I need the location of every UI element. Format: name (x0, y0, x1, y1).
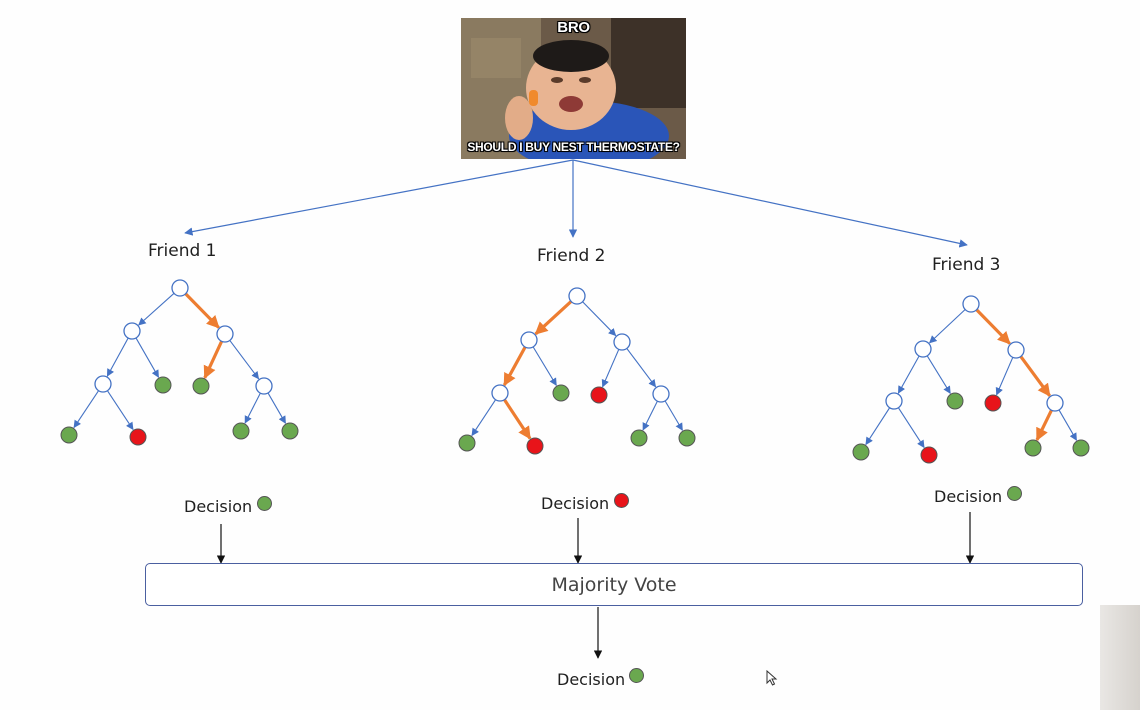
arrow-to-friend-3 (572, 159, 968, 248)
tree-1-node-5 (154, 376, 172, 394)
friend-3-label: Friend 3 (932, 255, 1001, 275)
tree-1-edge-6 (229, 340, 260, 380)
tree-1-node-7 (255, 377, 273, 395)
meme-top-caption: BRO (557, 19, 590, 36)
side-thumbnail (1100, 605, 1140, 710)
tree-3-node-11 (1072, 439, 1090, 457)
tree-1-node-11 (281, 422, 299, 440)
tree-2-node-6 (590, 386, 608, 404)
tree-3-node-1 (962, 295, 980, 313)
tree-2-node-9 (526, 437, 544, 455)
tree-2-edge-1 (534, 300, 573, 336)
tree-3-node-6 (984, 394, 1002, 412)
friend-1-decision-label: Decision (184, 497, 253, 516)
tree-3-node-4 (885, 392, 903, 410)
tree-3-edge-9 (1035, 409, 1053, 442)
tree-1-edge-9 (244, 392, 261, 424)
tree-1-node-1 (171, 279, 189, 297)
tree-2-node-1 (568, 287, 586, 305)
tree-1-edge-1 (138, 292, 175, 326)
tree-2-edge-6 (626, 348, 657, 388)
tree-3-node-9 (920, 446, 938, 464)
tree-1-edge-4 (135, 337, 159, 378)
tree-2-node-5 (552, 384, 570, 402)
tree-2-edge-7 (471, 399, 497, 437)
tree-3-node-8 (852, 443, 870, 461)
tree-1-node-3 (216, 325, 234, 343)
tree-2-edge-5 (601, 349, 620, 388)
tree-1-node-9 (129, 428, 147, 446)
friend-2-decision-dot (614, 493, 629, 508)
meme-image: BRO SHOULD I BUY NEST THERMOSTATE? (461, 18, 686, 159)
arrow-to-friend-1 (184, 159, 574, 236)
tree-2-edge-3 (502, 346, 527, 387)
majority-vote-label: Majority Vote (551, 573, 677, 596)
final-decision-label: Decision (557, 670, 626, 689)
tree-1-edge-7 (73, 390, 100, 429)
final-decision-dot (629, 668, 644, 683)
tree-2-node-8 (458, 434, 476, 452)
tree-1-node-6 (192, 377, 210, 395)
tree-1-node-2 (123, 322, 141, 340)
tree-2-edge-9 (642, 400, 658, 431)
tree-1-edge-8 (106, 390, 134, 431)
meme-picture (461, 18, 686, 159)
meme-bottom-caption: SHOULD I BUY NEST THERMOSTATE? (467, 140, 680, 154)
tree-3-edge-2 (975, 308, 1011, 345)
tree-3-node-5 (946, 392, 964, 410)
tree-3-edge-10 (1058, 409, 1077, 441)
tree-3-edge-5 (995, 357, 1014, 396)
tree-1-node-10 (232, 422, 250, 440)
tree-3-edge-4 (926, 355, 951, 394)
tree-3-node-2 (914, 340, 932, 358)
tree-2-edge-8 (503, 398, 532, 440)
tree-3-edge-8 (897, 407, 925, 449)
tree-1-edge-5 (203, 340, 224, 379)
friend-1-label: Friend 1 (148, 241, 217, 261)
friend-1-decision-dot (257, 496, 272, 511)
mouse-cursor-icon (766, 670, 778, 686)
tree-3-edge-7 (865, 407, 891, 446)
tree-2-node-2 (520, 331, 538, 349)
tree-2-node-4 (491, 384, 509, 402)
tree-3-node-3 (1007, 341, 1025, 359)
tree-2-node-10 (630, 429, 648, 447)
tree-2-node-7 (652, 385, 670, 403)
tree-3-edge-6 (1019, 355, 1051, 397)
friend-3-decision-dot (1007, 486, 1022, 501)
tree-3-node-7 (1046, 394, 1064, 412)
tree-2-node-11 (678, 429, 696, 447)
tree-1-edge-10 (267, 392, 286, 424)
friend-2-label: Friend 2 (537, 246, 606, 266)
tree-3-edge-1 (929, 309, 966, 344)
tree-2-edge-4 (532, 346, 557, 386)
friend-3-decision-label: Decision (934, 487, 1003, 506)
tree-1-edge-3 (106, 337, 129, 377)
tree-1-node-8 (60, 426, 78, 444)
tree-3-edge-3 (897, 355, 920, 394)
tree-2-edge-2 (582, 301, 617, 337)
tree-3-node-10 (1024, 439, 1042, 457)
tree-2-edge-10 (664, 400, 683, 431)
tree-1-edge-2 (184, 292, 220, 329)
friend-2-decision-label: Decision (541, 494, 610, 513)
majority-vote-box: Majority Vote (145, 563, 1083, 606)
tree-1-node-4 (94, 375, 112, 393)
tree-2-node-3 (613, 333, 631, 351)
